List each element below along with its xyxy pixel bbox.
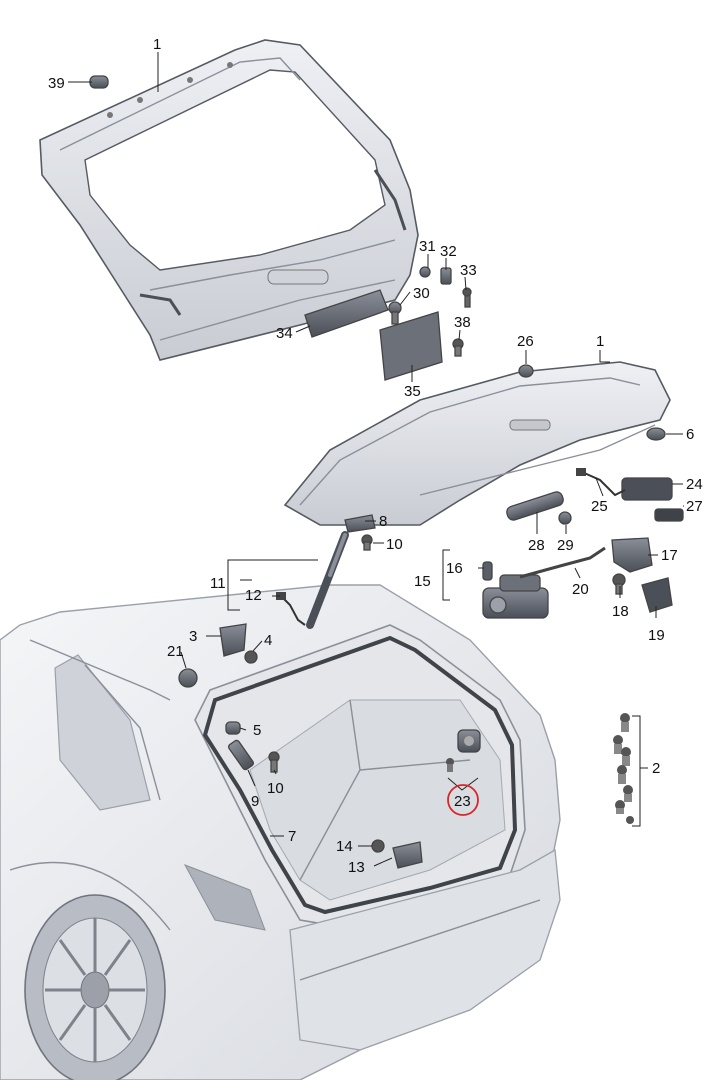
label-38: 38 (454, 314, 471, 331)
fastener-set-2 (613, 713, 634, 824)
screw-38 (452, 338, 464, 357)
label-3: 3 (189, 628, 197, 645)
label-20: 20 (572, 581, 589, 598)
nut-29 (558, 511, 572, 525)
nut-14 (371, 839, 385, 853)
label-35: 35 (404, 383, 421, 400)
bolt-10-top (361, 534, 373, 551)
label-15: 15 (414, 573, 431, 590)
hinge-3 (219, 623, 247, 657)
label-21: 21 (167, 643, 184, 660)
screw-18 (612, 573, 626, 595)
screw-33 (462, 287, 472, 308)
rear-wheel (24, 894, 166, 1080)
screw-30 (388, 301, 402, 325)
label-23: 23 (454, 793, 471, 810)
rear-bumper (289, 848, 561, 1051)
light-24 (621, 477, 673, 501)
plate-bracket-34 (304, 289, 389, 338)
label-31: 31 (419, 238, 436, 255)
label-34: 34 (276, 325, 293, 342)
label-32: 32 (440, 243, 457, 260)
label-25: 25 (591, 498, 608, 515)
label-12: 12 (245, 587, 262, 604)
label-10-top: 10 (386, 536, 403, 553)
leader-lines (68, 52, 684, 867)
drive-unit-15 (482, 574, 549, 619)
tailgate-window-opening (84, 69, 386, 271)
cable-12 (281, 596, 306, 626)
switch-27 (654, 508, 684, 522)
rear-side-window (54, 654, 151, 811)
label-8: 8 (379, 513, 387, 530)
label-4: 4 (264, 632, 272, 649)
label-13: 13 (348, 859, 365, 876)
tailgate-panel (39, 39, 419, 361)
plate-carrier-35 (379, 311, 443, 381)
label-6: 6 (686, 426, 694, 443)
label-18: 18 (612, 603, 629, 620)
label-14: 14 (336, 838, 353, 855)
cable-20 (519, 546, 606, 579)
label-26: 26 (517, 333, 534, 350)
label-24: 24 (686, 476, 703, 493)
cargo-floor (249, 699, 506, 901)
grommet-39 (89, 75, 109, 89)
label-16: 16 (446, 560, 463, 577)
cap-6 (646, 427, 666, 441)
label-39: 39 (48, 75, 65, 92)
highlight-circle-23 (447, 784, 479, 816)
tailgate-seal (202, 635, 518, 915)
grommet-26 (518, 364, 534, 378)
label-11: 11 (210, 575, 226, 592)
label-19: 19 (648, 627, 665, 644)
cover-19 (641, 577, 673, 613)
nut-31 (419, 266, 431, 278)
label-2: 2 (652, 760, 660, 777)
harness-25 (581, 471, 626, 497)
label-17: 17 (661, 547, 678, 564)
part-labels: 1 39 31 32 33 30 34 38 35 26 1 6 24 25 2… (48, 36, 703, 876)
buffer-5 (225, 721, 241, 735)
label-30: 30 (413, 285, 430, 302)
label-33: 33 (460, 262, 477, 279)
lock-17 (611, 537, 653, 573)
label-1-tailgate: 1 (153, 36, 161, 53)
latch-13 (392, 841, 423, 869)
clip-32 (440, 267, 452, 285)
label-9: 9 (251, 793, 259, 810)
clip-16 (482, 561, 493, 581)
vehicle-body (0, 584, 561, 1080)
label-28: 28 (528, 537, 545, 554)
label-5: 5 (253, 722, 261, 739)
strut-28 (506, 491, 564, 521)
spoiler-panel (283, 361, 671, 526)
tail-lamp (183, 864, 266, 931)
striker-9 (228, 739, 254, 771)
label-10-bottom: 10 (267, 780, 284, 797)
cap-21 (178, 668, 198, 688)
label-27: 27 (686, 498, 703, 515)
bracket-8 (344, 514, 376, 533)
bracket-23 (446, 729, 481, 772)
bolt-10-bottom (268, 751, 280, 773)
nut-4 (244, 650, 258, 664)
label-29: 29 (557, 537, 574, 554)
label-1-spoiler: 1 (596, 333, 604, 350)
label-7: 7 (288, 828, 296, 845)
